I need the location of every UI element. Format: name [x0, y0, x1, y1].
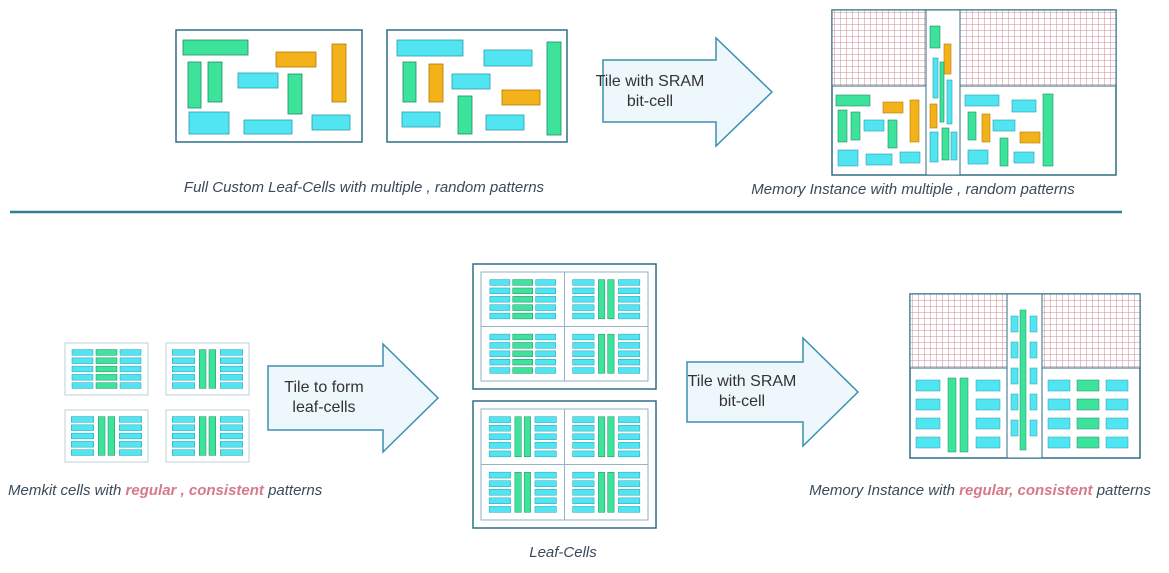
- memory-caption-highlight: regular, consistent: [959, 482, 1093, 499]
- tile-leaf-arrow-line1: Tile to form: [284, 379, 363, 396]
- memkit-caption-highlight: regular , consistent: [126, 482, 265, 499]
- leaf-cells-block-bottom: [472, 400, 657, 529]
- tile-leaf-arrow-line2: leaf-cells: [292, 399, 355, 416]
- bottom-arrow: Tile with SRAM bit-cell: [686, 336, 860, 448]
- memory-instance-regular: [909, 293, 1141, 459]
- top-arrow: Tile with SRAM bit-cell: [596, 36, 774, 148]
- top-left-caption: Full Custom Leaf-Cells with multiple , r…: [184, 179, 545, 196]
- bottom-arrow-line2: bit-cell: [719, 393, 765, 410]
- top-arrow-label-line1: Tile with SRAM: [596, 73, 705, 90]
- memkit-caption: Memkit cells with regular , consistent p…: [8, 482, 323, 499]
- top-arrow-label-line2: bit-cell: [627, 93, 673, 110]
- top-right-caption: Memory Instance with multiple , random p…: [751, 181, 1075, 198]
- memory-instance-random: [831, 9, 1117, 176]
- tile-leaf-arrow: Tile to form leaf-cells: [267, 342, 440, 454]
- leaf-cells-block-top: [472, 263, 657, 390]
- memkit-cells: [64, 342, 250, 463]
- leaf-cells-caption: Leaf-Cells: [529, 544, 597, 561]
- memory-regular-caption: Memory Instance with regular, consistent…: [809, 482, 1151, 499]
- custom-leaf-cell-1: [175, 29, 363, 143]
- custom-leaf-cell-2: [386, 29, 568, 143]
- bottom-arrow-line1: Tile with SRAM: [688, 373, 797, 390]
